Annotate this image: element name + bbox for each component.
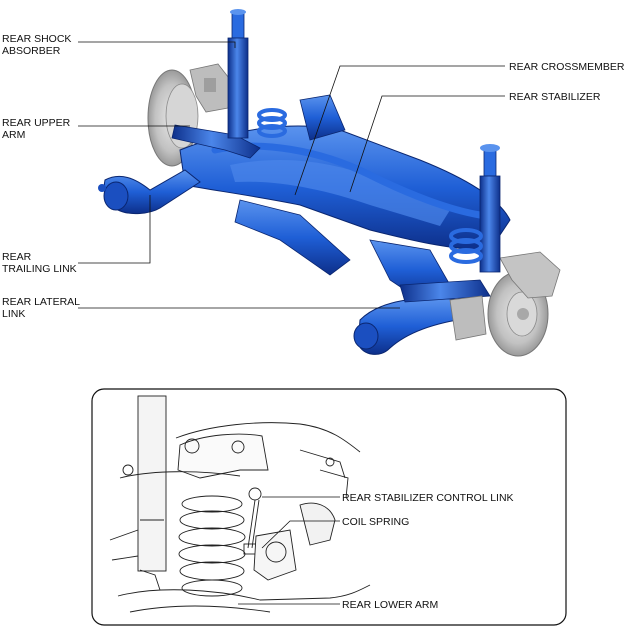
label-rear-shock-absorber-line1: REAR SHOCK	[2, 33, 71, 45]
left-trailing-link	[98, 169, 201, 215]
right-shock-absorber	[479, 144, 501, 273]
label-rear-stabilizer: REAR STABILIZER	[509, 91, 601, 103]
crossmember	[179, 94, 511, 301]
label-rear-lower-arm-line1: REAR LOWER ARM	[342, 599, 438, 611]
label-rear-stabilizer-control-link: REAR STABILIZER CONTROL LINK	[342, 492, 514, 504]
inset-leader-lines	[238, 496, 340, 605]
label-coil-spring-line1: COIL SPRING	[342, 516, 409, 528]
label-rear-lateral-link: REAR LATERAL LINK	[2, 296, 83, 320]
label-rear-trailing-link-line1: REAR	[2, 251, 32, 263]
right-brake-disc	[487, 251, 561, 357]
label-rear-stabilizer-line1: REAR STABILIZER	[509, 91, 601, 103]
label-rear-lateral-link-line1: REAR LATERAL	[2, 296, 80, 308]
label-rear-upper-arm-line1: REAR UPPER	[2, 117, 71, 129]
label-rear-crossmember: REAR CROSSMEMBER	[509, 61, 624, 73]
label-rear-crossmember-line1: REAR CROSSMEMBER	[509, 61, 624, 73]
label-rear-upper-arm-line2: ARM	[2, 129, 25, 141]
label-rear-upper-arm: REAR UPPER ARM	[2, 117, 73, 141]
label-rear-trailing-link-line2: TRAILING LINK	[2, 263, 77, 275]
right-lateral-link	[353, 279, 491, 355]
inset-illustration	[109, 395, 371, 613]
label-rear-trailing-link: REAR TRAILING LINK	[2, 251, 77, 275]
left-coil-spring	[257, 108, 287, 138]
top-leader-lines	[78, 41, 505, 309]
label-rear-lateral-link-line2: LINK	[2, 308, 25, 320]
label-rear-shock-absorber-line2: ABSORBER	[2, 45, 61, 57]
label-coil-spring: COIL SPRING	[342, 516, 409, 528]
suspension-assembly	[98, 9, 561, 357]
label-rear-shock-absorber: REAR SHOCK ABSORBER	[2, 33, 74, 57]
label-rear-stabilizer-control-link-line1: REAR STABILIZER CONTROL LINK	[342, 492, 514, 504]
right-coil-spring	[449, 228, 483, 264]
label-rear-lower-arm: REAR LOWER ARM	[342, 599, 438, 611]
left-shock-absorber	[227, 9, 249, 139]
detail-inset	[91, 388, 567, 626]
labels: REAR SHOCK ABSORBER REAR UPPER ARM REAR …	[2, 33, 624, 611]
